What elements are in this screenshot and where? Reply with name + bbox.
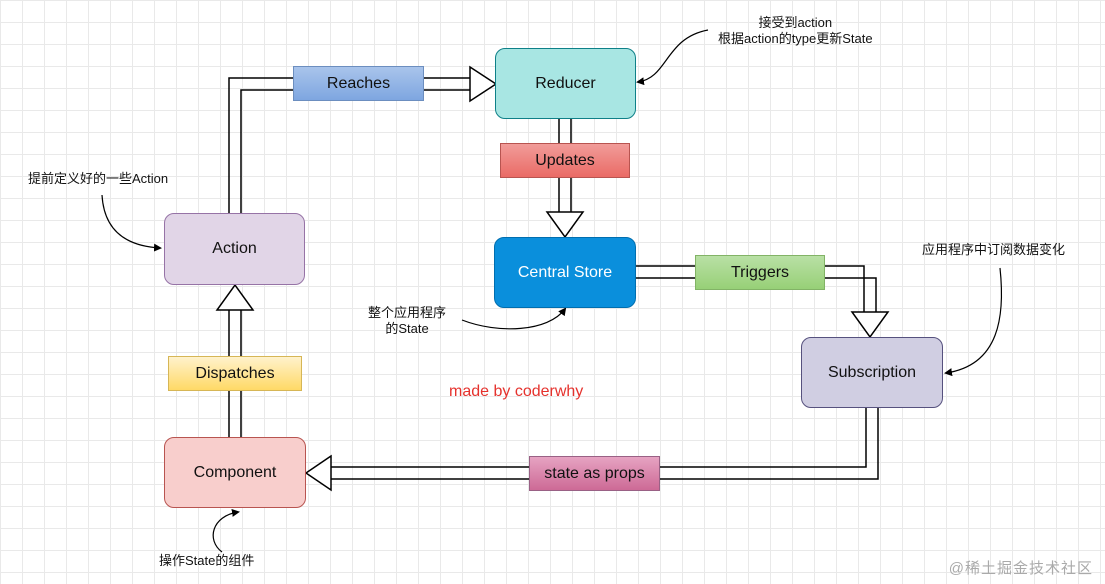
state-as-props-connector xyxy=(304,408,879,492)
component-note: 操作State的组件 xyxy=(159,553,254,569)
store-note-line1: 整个应用程序 xyxy=(368,305,447,320)
component-note-text: 操作State的组件 xyxy=(159,553,255,568)
credit-text: made by coderwhy xyxy=(449,383,584,400)
component-node: Component xyxy=(164,437,306,508)
dispatches-label: Dispatches xyxy=(168,356,302,391)
updates-text: Updates xyxy=(535,151,595,169)
watermark: @稀土掘金技术社区 xyxy=(948,560,1093,577)
reducer-note-line1: 接受到action xyxy=(758,15,833,30)
central-store-node: Central Store xyxy=(494,237,636,308)
action-note: 提前定义好的一些Action xyxy=(28,171,168,187)
dispatches-text: Dispatches xyxy=(195,364,275,382)
action-node: Action xyxy=(164,213,305,285)
updates-connector xyxy=(545,119,585,239)
reducer-label: Reducer xyxy=(535,74,596,92)
action-label: Action xyxy=(212,240,257,257)
state-as-props-label: state as props xyxy=(529,456,660,491)
triggers-arrowhead xyxy=(850,311,890,339)
reducer-note-arrow xyxy=(636,29,709,86)
subscription-note-text: 应用程序中订阅数据变化 xyxy=(922,242,1066,257)
triggers-text: Triggers xyxy=(730,263,790,281)
state-as-props-text: state as props xyxy=(544,464,645,482)
component-note-arrow xyxy=(212,508,240,553)
central-store-label: Central Store xyxy=(517,263,613,281)
action-note-text: 提前定义好的一些Action xyxy=(28,171,169,186)
subscription-node: Subscription xyxy=(801,337,943,408)
store-note: 整个应用程序 的State xyxy=(368,305,446,337)
triggers-label: Triggers xyxy=(695,255,825,290)
action-note-arrow xyxy=(101,194,162,252)
reducer-note-line2: 根据action的type更新State xyxy=(718,31,873,46)
state-as-props-arrowhead xyxy=(304,454,332,492)
store-note-line2: 的State xyxy=(385,321,429,336)
component-label: Component xyxy=(193,463,277,481)
reducer-node: Reducer xyxy=(495,48,636,119)
updates-arrowhead xyxy=(545,211,585,239)
subscription-note-arrow xyxy=(944,267,1003,377)
reaches-label: Reaches xyxy=(293,66,424,101)
subscription-note: 应用程序中订阅数据变化 xyxy=(922,242,1065,258)
updates-label: Updates xyxy=(500,143,630,178)
subscription-label: Subscription xyxy=(827,363,917,381)
dispatches-arrowhead xyxy=(215,283,255,311)
store-note-arrow xyxy=(461,307,567,330)
reaches-arrowhead xyxy=(469,65,498,103)
reducer-note: 接受到action 根据action的type更新State xyxy=(718,15,873,47)
reaches-text: Reaches xyxy=(326,74,391,92)
